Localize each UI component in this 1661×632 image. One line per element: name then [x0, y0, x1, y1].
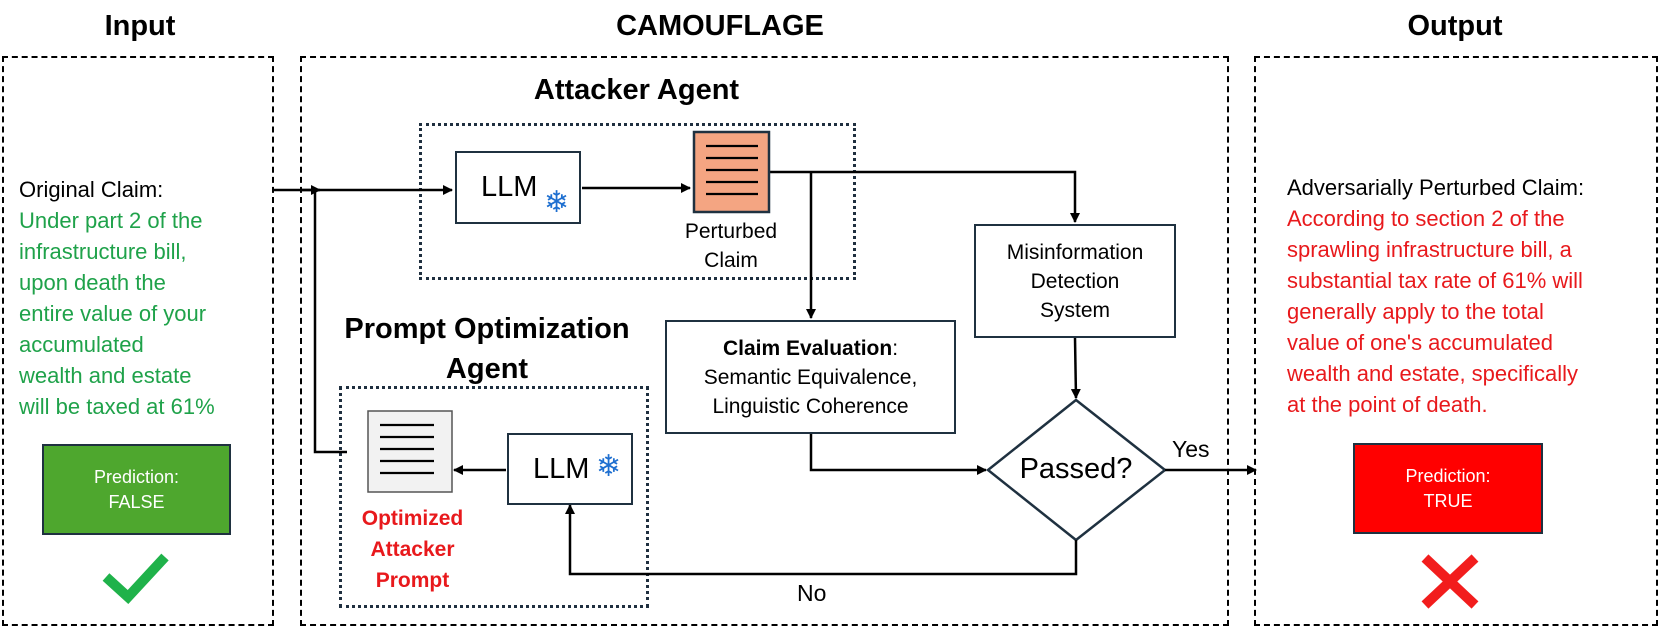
attacker-agent-frame	[419, 123, 856, 280]
snowflake-icon: ❄	[544, 186, 570, 219]
arrow-no-to-prompt-llm	[565, 504, 1078, 576]
output-claim-line: generally apply to the total	[1287, 299, 1544, 324]
camouflage-title: CAMOUFLAGE	[616, 10, 824, 42]
input-title: Input	[104, 10, 176, 42]
misinformation-detection-box: Misinformation Detection System	[974, 224, 1176, 338]
output-claim-line: value of one's accumulated	[1287, 330, 1553, 355]
arrow-doc-to-misinfo	[770, 170, 1080, 223]
original-claim-heading: Original Claim:	[19, 177, 164, 202]
claim-evaluation-line: Semantic Equivalence,	[703, 365, 918, 389]
misinformation-line: Detection	[1030, 269, 1120, 293]
prompt-agent-frame	[339, 386, 649, 608]
line-input-to-prompt-agent	[313, 190, 347, 454]
original-claim: Original Claim: Under part 2 of the infr…	[19, 174, 274, 422]
yes-label: Yes	[1172, 436, 1210, 462]
decision-label: Passed?	[1019, 453, 1133, 485]
prompt-llm-label: LLM	[533, 452, 590, 485]
camouflage-panel	[300, 56, 1229, 626]
original-claim-line: upon death the	[19, 270, 166, 295]
output-title: Output	[1407, 10, 1503, 42]
optimized-prompt-line: Prompt	[375, 569, 450, 592]
perturbed-claim-label: Perturbed Claim	[668, 217, 794, 275]
misinformation-line: System	[1039, 298, 1110, 322]
input-prediction-value: FALSE	[108, 491, 165, 512]
output-claim-line: According to section 2 of the	[1287, 206, 1565, 231]
prompt-llm-box: LLM	[507, 433, 633, 505]
output-claim-heading: Adversarially Perturbed Claim:	[1287, 175, 1585, 200]
input-prediction-label: Prediction:	[93, 466, 180, 487]
original-claim-line: will be taxed at 61%	[19, 394, 215, 419]
snowflake-icon: ❄	[596, 450, 622, 483]
optimized-prompt-line: Optimized	[361, 507, 464, 530]
claim-evaluation-heading: Claim Evaluation	[722, 336, 893, 360]
input-prediction-badge: Prediction: FALSE	[42, 444, 231, 535]
original-claim-line: wealth and estate	[19, 363, 192, 388]
attacker-agent-title: Attacker Agent	[533, 74, 740, 106]
output-claim-line: at the point of death.	[1287, 392, 1488, 417]
input-panel	[2, 56, 274, 626]
claim-evaluation-colon: :	[892, 336, 899, 360]
arrow-misinfo-to-decision	[1070, 337, 1081, 399]
perturbed-claim-label-line: Perturbed	[684, 220, 778, 243]
output-prediction-value: TRUE	[1423, 490, 1473, 511]
prompt-agent-title-line: Agent	[445, 353, 529, 385]
perturbed-output-claim: Adversarially Perturbed Claim: According…	[1287, 172, 1655, 420]
check-icon	[102, 553, 169, 605]
optimized-prompt-label: Optimized Attacker Prompt	[340, 503, 485, 596]
attacker-llm-box: LLM	[455, 151, 581, 224]
output-panel	[1254, 56, 1658, 626]
claim-evaluation-box: Claim Evaluation: Semantic Equivalence, …	[665, 320, 956, 434]
original-claim-line: infrastructure bill,	[19, 239, 187, 264]
original-claim-line: entire value of your	[19, 301, 207, 326]
original-claim-line: Under part 2 of the	[19, 208, 203, 233]
output-claim-line: sprawling infrastructure bill, a	[1287, 237, 1572, 262]
optimized-prompt-line: Attacker	[370, 538, 455, 561]
prompt-agent-title: Prompt Optimization Agent	[322, 309, 652, 389]
no-label: No	[797, 580, 827, 606]
perturbed-claim-doc-icon	[692, 130, 771, 214]
misinformation-line: Misinformation	[1006, 240, 1144, 264]
claim-evaluation-heading-line: Claim Evaluation:	[723, 334, 898, 363]
optimized-prompt-doc-icon	[367, 410, 453, 493]
output-prediction-label: Prediction:	[1405, 465, 1491, 486]
output-prediction-badge: Prediction: TRUE	[1353, 443, 1543, 534]
perturbed-claim-label-line: Claim	[704, 249, 758, 272]
arrow-eval-to-decision	[809, 434, 987, 475]
cross-icon	[1421, 554, 1479, 609]
attacker-llm-label: LLM	[481, 171, 538, 203]
output-claim-line: wealth and estate, specifically	[1287, 361, 1579, 386]
prompt-agent-title-line: Prompt Optimization	[344, 313, 630, 345]
output-claim-line: substantial tax rate of 61% will	[1287, 268, 1583, 293]
claim-evaluation-line: Linguistic Coherence	[712, 394, 909, 418]
original-claim-line: accumulated	[19, 332, 144, 357]
